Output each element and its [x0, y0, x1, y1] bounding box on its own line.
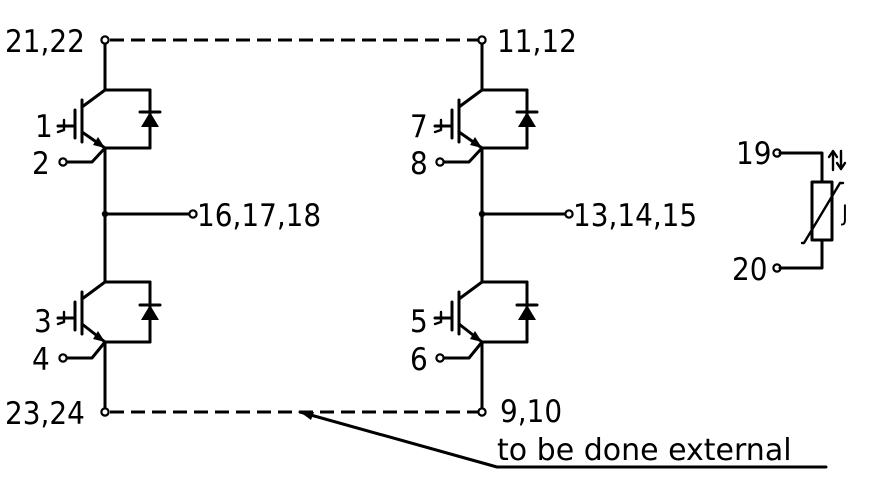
note-leader — [298, 410, 828, 469]
terminal-label-1: 1 — [35, 109, 53, 145]
thermistor-label: J — [840, 202, 848, 227]
external-note: to be done external — [497, 433, 792, 468]
terminal-label-7: 7 — [410, 109, 428, 145]
terminal-pins — [58, 35, 782, 417]
right-leg — [433, 38, 568, 414]
terminal-label-6: 6 — [410, 342, 428, 378]
terminal-label-11-12: 11,12 — [497, 24, 577, 60]
terminal-label-20: 20 — [732, 252, 767, 288]
ntc-thermistor — [778, 149, 847, 270]
terminal-label-19: 19 — [736, 136, 771, 172]
igbt-lower-right — [433, 280, 539, 360]
terminal-label-5: 5 — [410, 304, 428, 340]
terminal-label-23-24: 23,24 — [5, 396, 85, 432]
terminal-label-2: 2 — [32, 146, 50, 182]
terminal-label-21-22: 21,22 — [5, 24, 85, 60]
terminal-label-16-17-18: 16,17,18 — [197, 198, 321, 234]
igbt-upper-left — [56, 88, 162, 164]
terminal-label-8: 8 — [410, 146, 428, 182]
left-leg — [56, 38, 192, 414]
terminal-label-4: 4 — [32, 342, 50, 378]
terminal-label-9-10: 9,10 — [500, 394, 562, 430]
terminal-label-13-14-15: 13,14,15 — [573, 198, 697, 234]
igbt-upper-right — [433, 88, 539, 164]
terminal-label-3: 3 — [34, 304, 52, 340]
igbt-lower-left — [56, 280, 162, 360]
